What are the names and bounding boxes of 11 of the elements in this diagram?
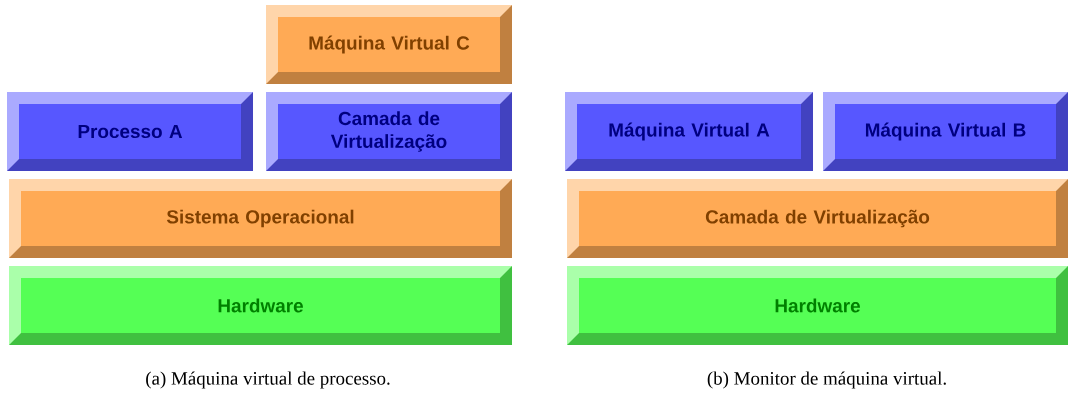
layer-box: Máquina Virtual B <box>823 92 1068 171</box>
layer-box: Máquina Virtual A <box>565 92 813 171</box>
layer-box: Sistema Operacional <box>9 179 512 258</box>
subfigure-caption: (b) Monitor de máquina virtual. <box>707 371 946 389</box>
layer-box: Camada de Virtualização <box>567 179 1068 258</box>
layer-box: Hardware <box>567 266 1068 345</box>
layer-box: Máquina Virtual C <box>266 5 512 84</box>
layer-box: Processo A <box>7 92 253 171</box>
layer-box: Hardware <box>9 266 512 345</box>
subfigure-caption: (a) Máquina virtual de processo. <box>146 371 390 389</box>
layer-box: Camada de Virtualização <box>266 92 512 171</box>
